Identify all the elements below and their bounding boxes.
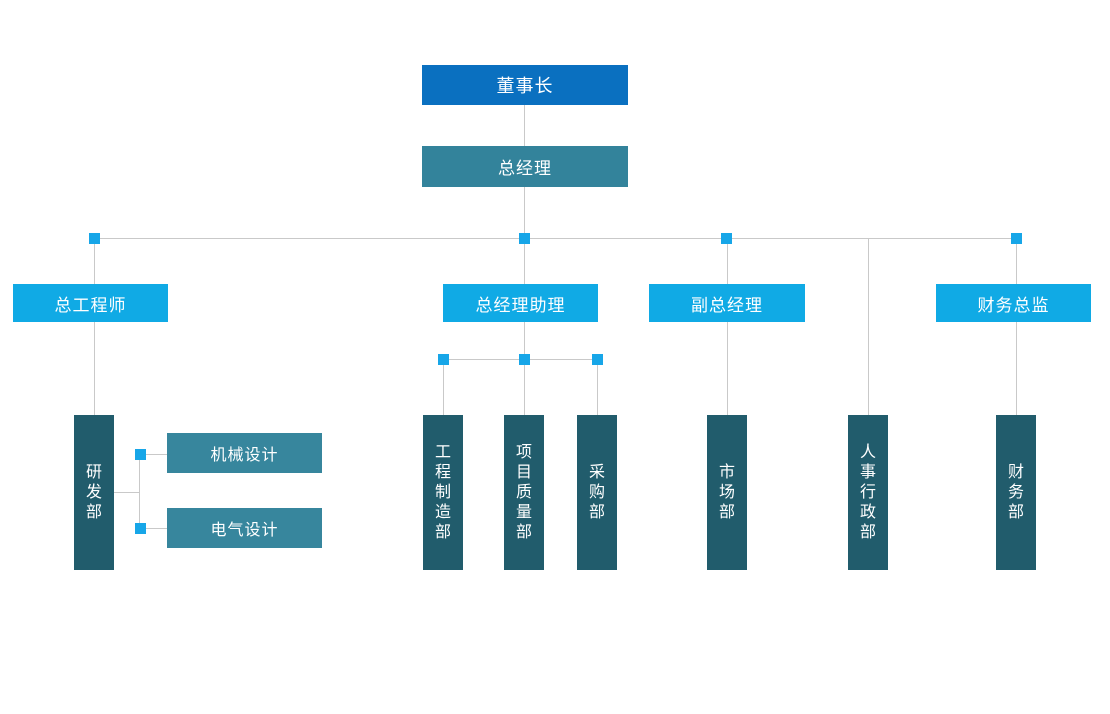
connector-handle: [438, 354, 449, 365]
connector-handle: [519, 233, 530, 244]
connector-handle: [1011, 233, 1022, 244]
node-deputy-gm[interactable]: 副总经理: [649, 284, 805, 322]
node-label: 机械设计: [210, 447, 279, 464]
node-label: 副总经理: [691, 295, 763, 315]
edge-trunk-gm-assistant: [524, 239, 525, 284]
node-gm-assistant[interactable]: 总经理助理: [443, 284, 598, 322]
node-mechanical-design[interactable]: 机械设计: [167, 433, 322, 473]
node-eng-mfg-dept[interactable]: 工程制造部: [423, 415, 463, 570]
node-finance-director[interactable]: 财务总监: [936, 284, 1091, 322]
node-label: 财务部: [1007, 463, 1024, 521]
node-label: 总工程师: [54, 295, 127, 315]
node-label: 项目质量部: [515, 443, 532, 541]
edge-chief-engineer-rd: [94, 322, 95, 415]
node-finance-dept[interactable]: 财务部: [996, 415, 1036, 570]
node-label: 总经理助理: [475, 295, 566, 315]
node-label: 董事长: [496, 76, 554, 96]
node-label: 市场部: [718, 463, 735, 521]
node-label: 人事行政部: [859, 443, 876, 541]
connector-handle: [135, 523, 146, 534]
node-hr-admin-dept[interactable]: 人事行政部: [848, 415, 888, 570]
node-label: 工程制造部: [434, 443, 451, 541]
node-electrical-design[interactable]: 电气设计: [167, 508, 322, 548]
connector-handle: [519, 354, 530, 365]
edge-chairman-gm: [524, 105, 525, 146]
edge-gm-trunk: [524, 187, 525, 238]
node-label: 总经理: [498, 159, 552, 178]
connector-handle: [592, 354, 603, 365]
edge-rd-branch: [114, 492, 140, 493]
edge-trunk-deputy-gm: [727, 239, 728, 284]
trunk-horizontal-line: [94, 238, 1016, 239]
node-marketing-dept[interactable]: 市场部: [707, 415, 747, 570]
edge-trunk-finance-director: [1016, 239, 1017, 284]
node-label: 研发部: [85, 463, 102, 521]
node-project-quality-dept[interactable]: 项目质量部: [504, 415, 544, 570]
edge-branch-mechanical: [140, 454, 167, 455]
node-chairman[interactable]: 董事长: [422, 65, 628, 105]
node-label: 财务总监: [977, 295, 1050, 315]
connector-handle: [135, 449, 146, 460]
node-rd-dept[interactable]: 研发部: [74, 415, 114, 570]
node-label: 电气设计: [210, 522, 279, 539]
connector-handle: [721, 233, 732, 244]
edge-finance-director-finance: [1016, 322, 1017, 415]
connector-handle: [89, 233, 100, 244]
node-general-manager[interactable]: 总经理: [422, 146, 628, 187]
node-chief-engineer[interactable]: 总工程师: [13, 284, 168, 322]
edge-gm-assistant-subtrunk: [524, 322, 525, 359]
edge-trunk-chief-engineer: [94, 239, 95, 284]
node-procurement-dept[interactable]: 采购部: [577, 415, 617, 570]
edge-deputy-gm-marketing: [727, 322, 728, 415]
node-label: 采购部: [588, 463, 605, 521]
edge-subtrunk-eng-mfg: [443, 360, 444, 415]
branch-vertical-design: [139, 454, 140, 528]
edge-trunk-hr-admin: [868, 239, 869, 415]
edge-subtrunk-project-quality: [524, 360, 525, 415]
edge-subtrunk-procurement: [597, 360, 598, 415]
edge-branch-electrical: [140, 528, 167, 529]
